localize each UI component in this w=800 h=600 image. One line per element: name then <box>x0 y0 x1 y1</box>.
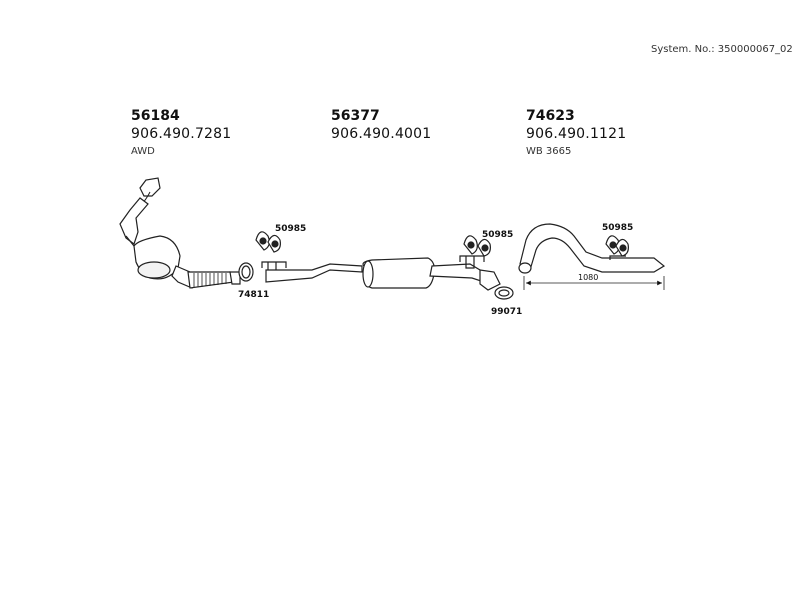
callout-clamp-2: 99071 <box>491 307 522 317</box>
part-group-part-number: 906.490.1121 <box>526 126 627 142</box>
part-group-number: 74623 <box>526 108 575 124</box>
part-group-2: 56377 906.490.4001 <box>331 108 431 143</box>
part-group-3: 74623 906.490.1121 WB 3665 <box>526 108 626 159</box>
tail-pipe <box>518 223 666 274</box>
dimension-label: 1080 <box>578 273 598 282</box>
callout-hanger-2: 50985 <box>482 230 513 240</box>
part-group-1: 56184 906.490.7281 AWD <box>131 108 231 159</box>
part-group-note: WB 3665 <box>526 146 572 157</box>
callout-clamp-1: 74811 <box>238 290 269 300</box>
hanger-bracket-2 <box>459 255 485 269</box>
part-group-part-number: 906.490.7281 <box>131 126 232 142</box>
callout-hanger-1: 50985 <box>275 224 306 234</box>
center-muffler <box>362 257 435 289</box>
clamp-99071 <box>494 286 514 300</box>
part-group-number: 56377 <box>331 108 380 124</box>
clamp-74811 <box>238 262 254 282</box>
middle-pipe-muffler <box>265 257 501 291</box>
part-group-note: AWD <box>131 146 155 157</box>
rubber-hanger-pair-3 <box>605 235 629 257</box>
manifold-flange <box>139 177 161 197</box>
front-pipe-catalytic-converter <box>119 177 241 289</box>
down-pipe <box>119 197 149 245</box>
flex-pipe <box>187 271 235 289</box>
rubber-hanger-pair-2 <box>463 235 491 257</box>
callout-hanger-3: 50985 <box>602 223 633 233</box>
rubber-hanger-pair-1 <box>255 231 281 253</box>
system-number: System. No.: 350000067_02 <box>651 44 793 55</box>
part-group-part-number: 906.490.4001 <box>331 126 432 142</box>
part-group-number: 56184 <box>131 108 180 124</box>
dimension-line <box>523 276 665 290</box>
